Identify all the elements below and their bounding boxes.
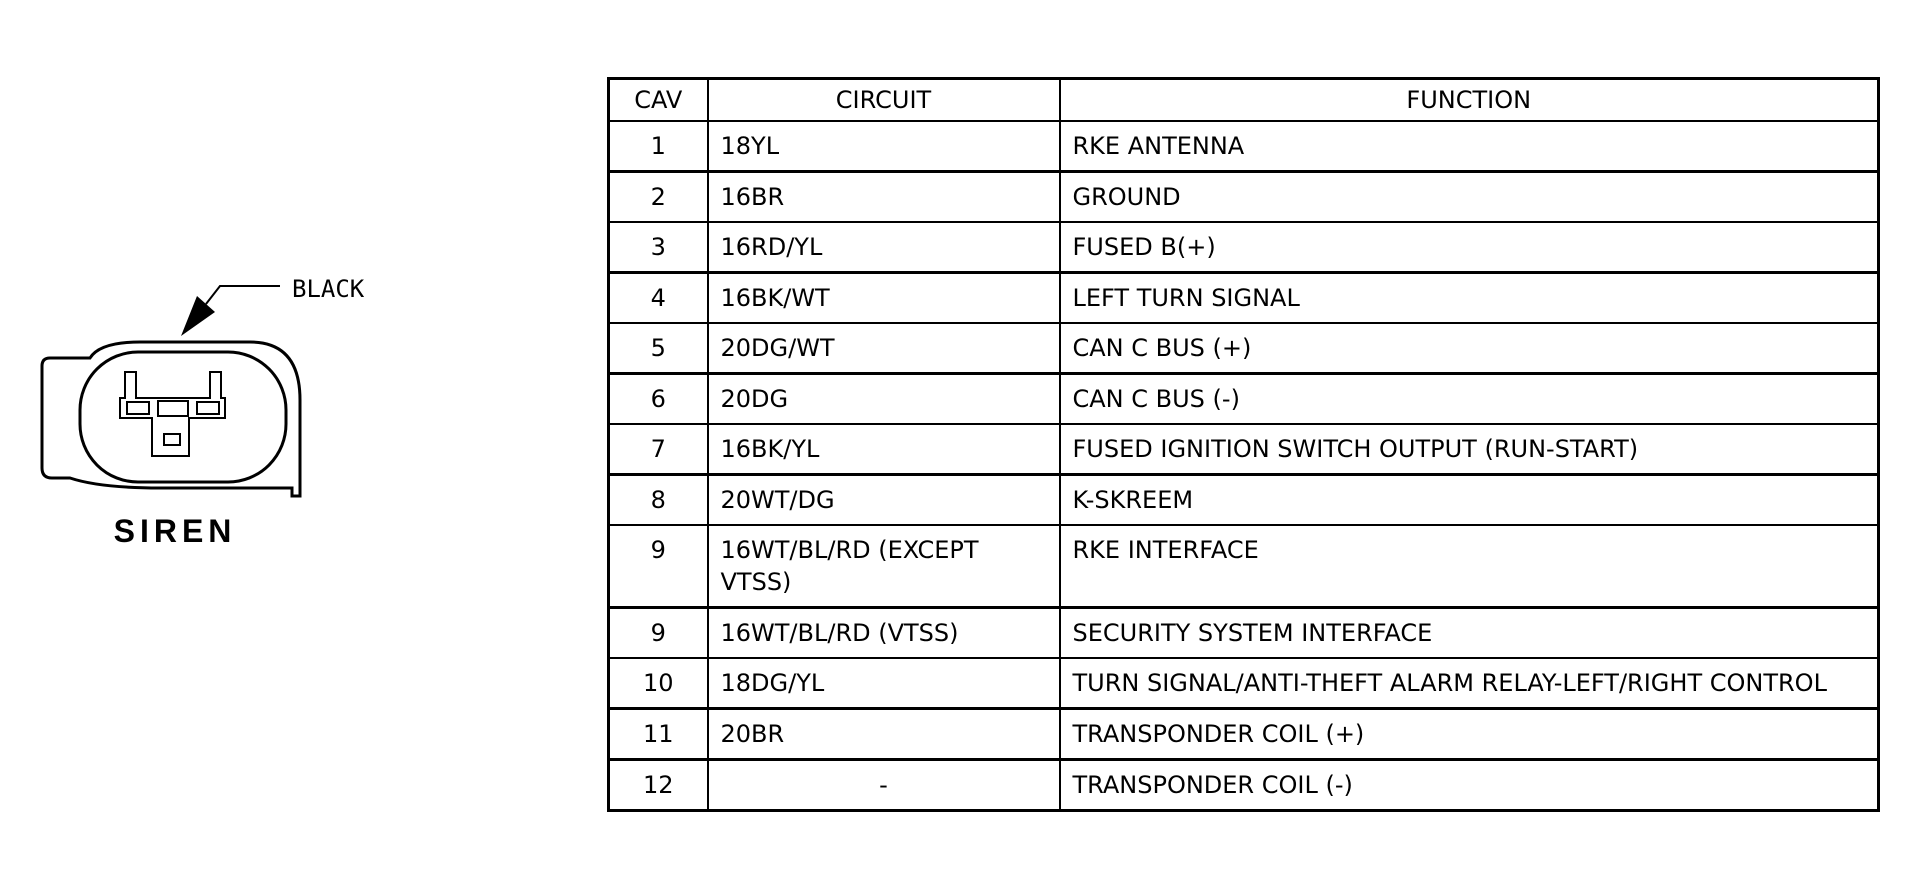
circuit-cell: 20DG/WT — [706, 322, 1061, 375]
function-cell: CAN C BUS (-) — [1058, 372, 1880, 425]
function-cell: RKE ANTENNA — [1058, 120, 1880, 173]
function-cell: TRANSPONDER COIL (-) — [1058, 758, 1880, 812]
table-row: 4 16BK/WT LEFT TURN SIGNAL — [607, 271, 1880, 324]
terminal-cavity-right — [196, 401, 220, 415]
table-header-row: CAV CIRCUIT FUNCTION — [607, 77, 1880, 122]
table-row: 7 16BK/YL FUSED IGNITION SWITCH OUTPUT (… — [607, 423, 1880, 476]
cav-cell: 2 — [607, 170, 709, 223]
cav-cell: 6 — [607, 372, 709, 425]
circuit-cell: 20BR — [706, 707, 1061, 761]
terminal-housing — [119, 371, 226, 457]
table-row: 1 18YL RKE ANTENNA — [607, 120, 1880, 173]
table-row: 6 20DG CAN C BUS (-) — [607, 372, 1880, 425]
cav-cell: 5 — [607, 322, 709, 375]
table-row: 10 18DG/YL TURN SIGNAL/ANTI-THEFT ALARM … — [607, 657, 1880, 710]
function-cell: CAN C BUS (+) — [1058, 322, 1880, 375]
function-cell: RKE INTERFACE — [1058, 524, 1880, 609]
table-row: 2 16BR GROUND — [607, 170, 1880, 223]
connector-outer-shell — [40, 340, 302, 498]
cav-cell: 11 — [607, 707, 709, 761]
function-cell: LEFT TURN SIGNAL — [1058, 271, 1880, 324]
terminal-cavity-lower — [163, 433, 181, 446]
cav-cell: 8 — [607, 473, 709, 526]
circuit-cell: 16WT/BL/RD (EXCEPT VTSS) — [706, 524, 1061, 609]
table-row: 12 - TRANSPONDER COIL (-) — [607, 758, 1880, 812]
table-row: 5 20DG/WT CAN C BUS (+) — [607, 322, 1880, 375]
siren-connector-diagram: BLACK SIREN — [40, 275, 365, 549]
circuit-cell: 20WT/DG — [706, 473, 1061, 526]
function-cell: TRANSPONDER COIL (+) — [1058, 707, 1880, 761]
circuit-cell: - — [706, 758, 1061, 812]
circuit-cell: 16BK/WT — [706, 271, 1061, 324]
cav-cell: 9 — [607, 524, 709, 609]
cav-cell: 12 — [607, 758, 709, 812]
table-row: 9 16WT/BL/RD (EXCEPT VTSS) RKE INTERFACE — [607, 524, 1880, 609]
terminal-cavity-left — [126, 401, 150, 415]
connector-face — [78, 350, 288, 484]
leader-arrowhead-icon — [181, 296, 215, 336]
connector-name-label: SIREN — [114, 513, 237, 549]
cav-cell: 1 — [607, 120, 709, 173]
header-circuit: CIRCUIT — [706, 77, 1061, 122]
header-cav: CAV — [607, 77, 709, 122]
circuit-cell: 18YL — [706, 120, 1061, 173]
function-cell: K-SKREEM — [1058, 473, 1880, 526]
circuit-cell: 16BK/YL — [706, 423, 1061, 476]
table-row: 9 16WT/BL/RD (VTSS) SECURITY SYSTEM INTE… — [607, 606, 1880, 659]
function-cell: GROUND — [1058, 170, 1880, 223]
circuit-cell: 16BR — [706, 170, 1061, 223]
function-cell: FUSED IGNITION SWITCH OUTPUT (RUN-START) — [1058, 423, 1880, 476]
terminal-cavity-center — [157, 400, 189, 417]
circuit-cell: 16WT/BL/RD (VTSS) — [706, 606, 1061, 659]
table-row: 11 20BR TRANSPONDER COIL (+) — [607, 707, 1880, 761]
circuit-cell: 18DG/YL — [706, 657, 1061, 710]
table-row: 3 16RD/YL FUSED B(+) — [607, 221, 1880, 274]
circuit-cell: 20DG — [706, 372, 1061, 425]
color-leader-line — [205, 285, 280, 305]
cav-cell: 7 — [607, 423, 709, 476]
function-cell: SECURITY SYSTEM INTERFACE — [1058, 606, 1880, 659]
header-function: FUNCTION — [1058, 77, 1880, 122]
function-cell: TURN SIGNAL/ANTI-THEFT ALARM RELAY-LEFT/… — [1058, 657, 1880, 710]
cav-cell: 3 — [607, 221, 709, 274]
connector-color-label: BLACK — [292, 275, 365, 303]
table-row: 8 20WT/DG K-SKREEM — [607, 473, 1880, 526]
function-cell: FUSED B(+) — [1058, 221, 1880, 274]
circuit-cell: 16RD/YL — [706, 221, 1061, 274]
cav-cell: 9 — [607, 606, 709, 659]
cav-cell: 10 — [607, 657, 709, 710]
cavity-circuit-function-table: CAV CIRCUIT FUNCTION 1 18YL RKE ANTENNA … — [607, 77, 1880, 812]
cav-cell: 4 — [607, 271, 709, 324]
